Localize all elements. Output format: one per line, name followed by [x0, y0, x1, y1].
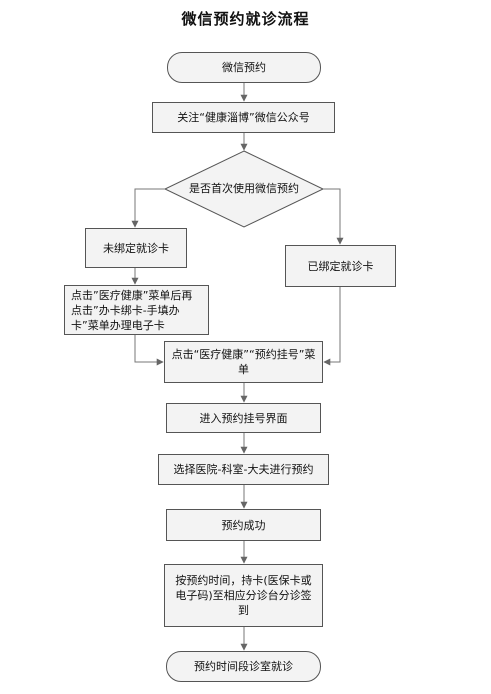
menu-node: 点击“医疗健康”“预约挂号”菜单 — [164, 341, 323, 383]
connector-bound-menu — [323, 287, 341, 366]
checkin-label: 按预约时间，持卡(医保卡或电子码)至相应分诊台分诊签到 — [175, 574, 312, 617]
connector-bindsteps-menu — [134, 335, 164, 366]
start-node: 微信预约 — [167, 52, 321, 83]
unbound-card-node: 未绑定就诊卡 — [85, 228, 187, 268]
connector-decision-unbound — [131, 188, 165, 228]
select-doctor-label: 选择医院-科室-大夫进行预约 — [173, 463, 314, 476]
menu-label: 点击“医疗健康”“预约挂号”菜单 — [171, 348, 316, 376]
end-node: 预约时间段诊室就诊 — [166, 651, 321, 682]
enter-registration-label: 进入预约挂号界面 — [199, 411, 288, 425]
start-label: 微信预约 — [222, 61, 266, 74]
success-label: 预约成功 — [221, 518, 266, 532]
unbound-card-label: 未绑定就诊卡 — [103, 241, 169, 255]
decision-label: 是否首次使用微信预约 — [189, 182, 299, 195]
bind-card-steps-node: 点击”医疗健康”菜单后再点击”办卡绑卡-手填办卡”菜单办理电子卡 — [64, 285, 209, 335]
end-label: 预约时间段诊室就诊 — [194, 660, 293, 673]
bound-card-label: 已绑定就诊卡 — [307, 259, 374, 273]
select-doctor-node: 选择医院-科室-大夫进行预约 — [158, 454, 329, 485]
connector-decision-bound — [323, 188, 344, 245]
checkin-node: 按预约时间，持卡(医保卡或电子码)至相应分诊台分诊签到 — [164, 564, 323, 627]
bind-card-steps-label: 点击”医疗健康”菜单后再点击”办卡绑卡-手填办卡”菜单办理电子卡 — [71, 288, 193, 332]
page-title: 微信预约就诊流程 — [181, 10, 310, 28]
enter-registration-node: 进入预约挂号界面 — [166, 403, 321, 433]
bound-card-node: 已绑定就诊卡 — [285, 245, 396, 287]
success-node: 预约成功 — [166, 509, 321, 541]
follow-account-label: 关注“健康淄博”微信公众号 — [177, 111, 310, 124]
decision-diamond — [163, 150, 325, 228]
follow-account-node: 关注“健康淄博”微信公众号 — [152, 102, 335, 133]
